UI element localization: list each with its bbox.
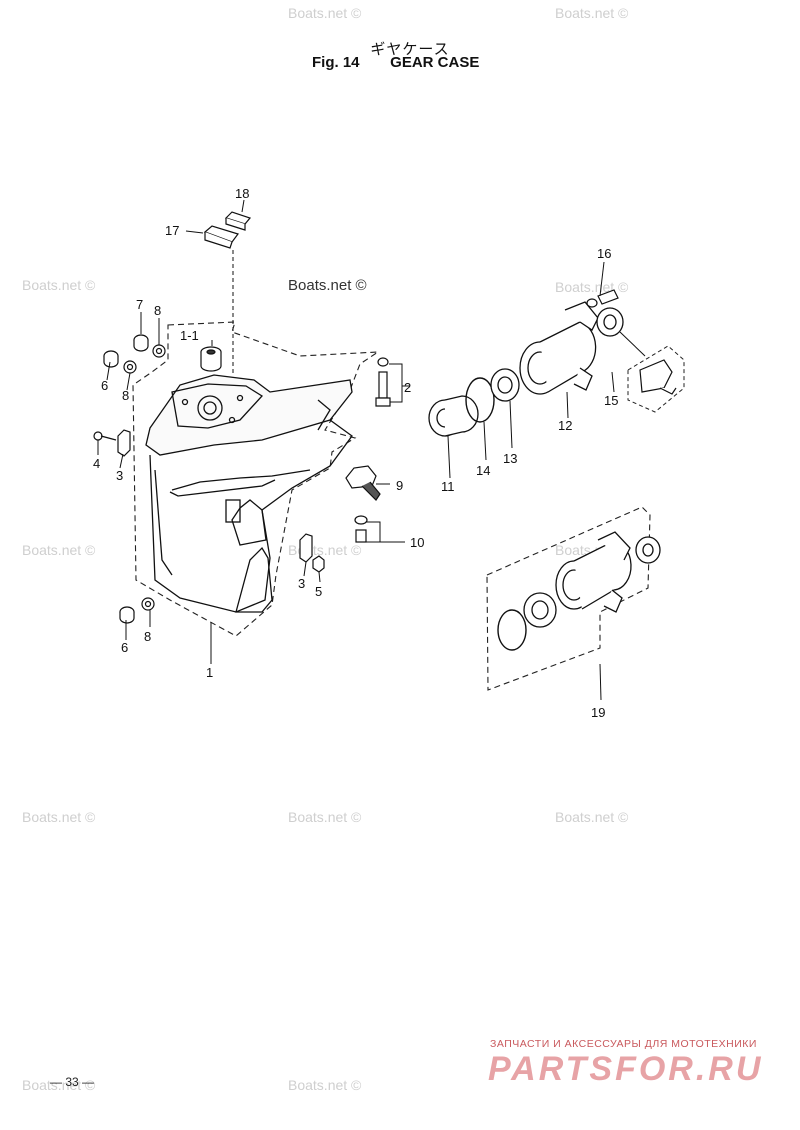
- bolt-4: [93, 431, 117, 441]
- watermark: Boats.net ©: [555, 809, 629, 825]
- callout-4: 4: [93, 456, 100, 471]
- housing-12: [519, 301, 599, 395]
- callout-2: 2: [404, 380, 411, 395]
- part-17-clip: [203, 225, 239, 249]
- watermark: Boats.net ©: [22, 809, 96, 825]
- callout-3: 3: [298, 576, 305, 591]
- part-18-clip: [224, 211, 252, 231]
- callout-1: 1: [206, 665, 213, 680]
- callout-18: 18: [235, 186, 249, 201]
- bolt-2: [375, 357, 391, 407]
- bolt-6-bottom: [119, 606, 135, 624]
- washer-8-top: [152, 344, 166, 358]
- bolt-10: [354, 515, 368, 543]
- seal-15: [596, 307, 624, 337]
- leader-lines: [97, 199, 615, 701]
- clamp-3-left: [117, 429, 131, 457]
- callout-7: 7: [136, 297, 143, 312]
- part-15-outline: [627, 345, 685, 413]
- watermark: Boats.net ©: [555, 5, 629, 21]
- callout-11: 11: [441, 479, 455, 494]
- bearing-11: [428, 395, 479, 437]
- callout-14: 14: [476, 463, 490, 478]
- watermark: Boats.net ©: [555, 279, 629, 295]
- watermark-layer: Boats.net © Boats.net © Boats.net © Boat…: [22, 5, 629, 1093]
- callout-labels: 18 17 7 8 1-1 6 8 2 4 3 9 10 3 5 6 8 1 1…: [93, 186, 618, 720]
- washer-8-bottom: [141, 597, 155, 611]
- brand-tagline: ЗАПЧАСТИ И АКСЕССУАРЫ ДЛЯ МОТОТЕХНИКИ: [490, 1038, 757, 1050]
- callout-6: 6: [121, 640, 128, 655]
- clamp-3-right: [299, 533, 313, 563]
- figure-title: Fig. 14 GEAR CASE: [312, 54, 479, 71]
- bolt-7: [133, 334, 149, 352]
- bolt-6-top: [103, 350, 119, 368]
- callout-16: 16: [597, 246, 611, 261]
- watermark: Boats.net ©: [22, 1077, 96, 1093]
- callout-1-1: 1-1: [180, 328, 199, 343]
- page-number: — 33 —: [50, 1075, 95, 1089]
- watermark: Boats.net ©: [288, 809, 362, 825]
- anode-9: [345, 465, 381, 501]
- brand-logo: PARTSFOR.RU: [488, 1050, 764, 1088]
- leader-line: [619, 331, 646, 357]
- watermark: Boats.net ©: [288, 542, 362, 558]
- figure-name: GEAR CASE: [390, 54, 480, 71]
- callout-12: 12: [558, 418, 572, 433]
- callout-5: 5: [315, 584, 322, 599]
- callout-8: 8: [144, 629, 151, 644]
- part-1-1-bushing: [200, 346, 222, 372]
- watermark: Boats.net ©: [288, 5, 362, 21]
- callout-10: 10: [410, 535, 424, 550]
- bearing-13: [490, 368, 520, 402]
- watermark: Boats.net ©: [22, 277, 96, 293]
- callout-6: 6: [101, 378, 108, 393]
- nut-5: [312, 555, 325, 573]
- callout-17: 17: [165, 223, 179, 238]
- washer-8-mid: [123, 360, 137, 374]
- callout-8: 8: [122, 388, 129, 403]
- kit-19-outline: [486, 506, 651, 691]
- watermark: Boats.net ©: [288, 1077, 362, 1093]
- part-15-detail: [639, 359, 677, 395]
- callout-15: 15: [604, 393, 618, 408]
- o-ring-14: [465, 377, 495, 423]
- watermark-dark: Boats.net ©: [288, 277, 367, 294]
- assembly-outline: [132, 321, 380, 637]
- callout-13: 13: [503, 451, 517, 466]
- title-japanese: ギヤケース: [370, 41, 450, 58]
- callout-8: 8: [154, 303, 161, 318]
- callout-19: 19: [591, 705, 605, 720]
- kit-19-parts: [497, 531, 661, 651]
- bolt-16: [586, 289, 619, 308]
- callout-3: 3: [116, 468, 123, 483]
- gear-case-body: [145, 374, 353, 613]
- watermark: Boats.net ©: [22, 542, 96, 558]
- callout-9: 9: [396, 478, 403, 493]
- figure-number: Fig. 14: [312, 54, 360, 71]
